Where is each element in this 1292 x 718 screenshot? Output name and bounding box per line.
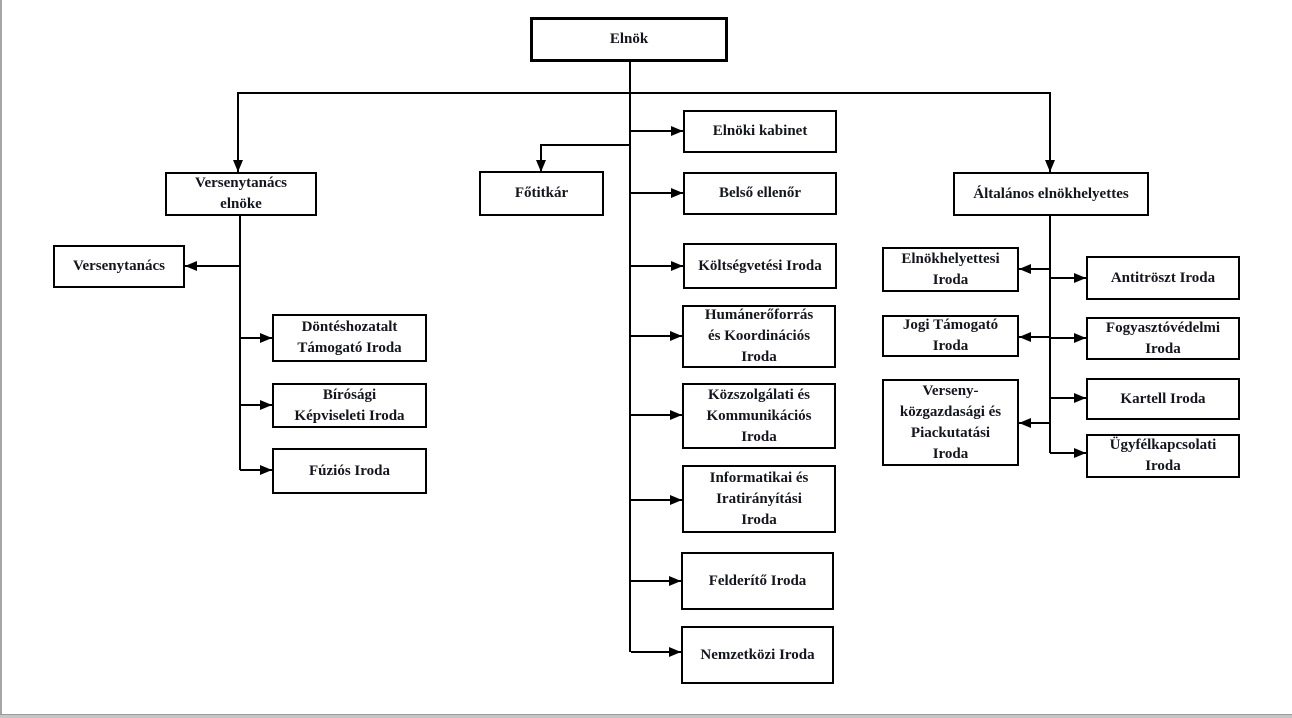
org-node-belso-ellenor: Belső ellenőr bbox=[683, 172, 837, 215]
org-node-jogi-tamogato-iroda: Jogi Támogató Iroda bbox=[882, 315, 1019, 357]
org-node-informatikai-iratiranyitasi-iroda: Informatikai és Iratirányítási Iroda bbox=[682, 465, 836, 533]
org-node-elnok: Elnök bbox=[530, 17, 728, 62]
org-node-elnoki-kabinet: Elnöki kabinet bbox=[683, 110, 837, 153]
org-node-altalanos-elnokhelyettes: Általános elnökhelyettes bbox=[953, 172, 1149, 216]
org-node-versenytanacs: Versenytanács bbox=[53, 245, 185, 288]
org-node-humaneroforras-koordinacios-iroda: Humánerőforrás és Koordinációs Iroda bbox=[682, 305, 836, 368]
org-node-kozszolgalati-kommunikacios-iroda: Közszolgálati és Kommunikációs Iroda bbox=[682, 383, 836, 449]
org-node-kartell-iroda: Kartell Iroda bbox=[1086, 378, 1240, 420]
org-node-ugyfelkapcsolati-iroda: Ügyfélkapcsolati Iroda bbox=[1086, 434, 1240, 478]
org-node-felderito-iroda: Felderítő Iroda bbox=[681, 552, 834, 610]
org-node-elnokhelyettesi-iroda: Elnökhelyettesi Iroda bbox=[882, 247, 1019, 292]
org-node-fogyasztovedelmi-iroda: Fogyasztóvédelmi Iroda bbox=[1086, 317, 1240, 360]
page-bottom-edge bbox=[0, 714, 1292, 718]
org-node-fuzios-iroda: Fúziós Iroda bbox=[272, 448, 427, 494]
org-node-antitroszt-iroda: Antitröszt Iroda bbox=[1086, 256, 1240, 300]
org-node-donteshozatalt-tamogato-iroda: Döntéshozatalt Támogató Iroda bbox=[272, 314, 427, 362]
org-node-verseny-kozgazdasagi-piackutatasi-iroda: Verseny- közgazdasági és Piackutatási Ir… bbox=[882, 379, 1019, 466]
org-node-versenytanacs-elnoke: Versenytanács elnöke bbox=[165, 172, 317, 216]
org-node-nemzetkozi-iroda: Nemzetközi Iroda bbox=[681, 626, 834, 684]
page-left-edge bbox=[0, 0, 2, 718]
org-node-fotitkar: Főtitkár bbox=[479, 171, 604, 216]
org-node-birosagi-kepviseleti-iroda: Bírósági Képviseleti Iroda bbox=[272, 383, 427, 428]
org-node-koltsegvetesi-iroda: Költségvetési Iroda bbox=[683, 243, 837, 289]
